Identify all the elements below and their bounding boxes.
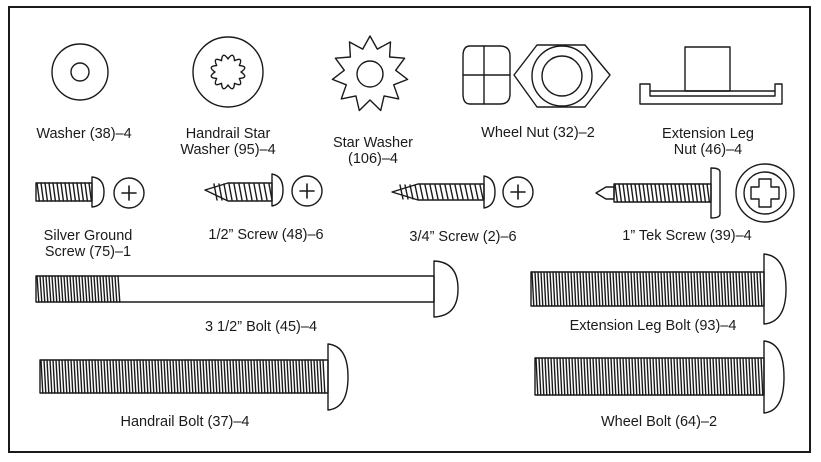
label-extension-leg-bolt: Extension Leg Bolt (93)–4 — [569, 318, 737, 334]
label-tek-screw: 1” Tek Screw (39)–4 — [622, 228, 752, 244]
long-bolt-icon — [35, 260, 459, 318]
bolt-icon — [534, 340, 785, 414]
label-star-washer: Star Washer (106)–4 — [332, 135, 414, 167]
label-handrail-bolt: Handrail Bolt (37)–4 — [120, 414, 250, 430]
label-silver-ground-screw: Silver Ground Screw (75)–1 — [43, 228, 133, 260]
label-extension-leg-nut: Extension Leg Nut (46)–4 — [662, 126, 754, 158]
bolt-icon — [39, 343, 349, 411]
label-three-half-bolt: 3 1/2” Bolt (45)–4 — [204, 319, 318, 335]
label-washer: Washer (38)–4 — [36, 126, 132, 142]
tek-screw-icon — [595, 163, 795, 223]
flat-washer-icon — [51, 43, 109, 101]
tapping-screw-icon — [391, 175, 534, 209]
label-handrail-star-washer: Handrail Star Washer (95)–4 — [180, 126, 276, 158]
hex-nut-icon — [513, 44, 611, 108]
tapping-screw-icon — [204, 173, 323, 207]
label-half-inch-screw: 1/2” Screw (48)–6 — [208, 227, 324, 243]
label-wheel-bolt: Wheel Bolt (64)–2 — [600, 414, 718, 430]
parts-frame — [8, 6, 811, 453]
handrail-star-washer-icon — [192, 36, 264, 108]
tee-nut-icon — [639, 46, 783, 105]
bolt-icon — [530, 253, 787, 325]
ground-screw-icon — [35, 176, 145, 209]
star-washer-icon — [331, 35, 409, 112]
label-three-quarter-screw: 3/4” Screw (2)–6 — [409, 229, 517, 245]
hex-nut-side-icon — [462, 45, 511, 105]
label-wheel-nut: Wheel Nut (32)–2 — [481, 125, 595, 141]
